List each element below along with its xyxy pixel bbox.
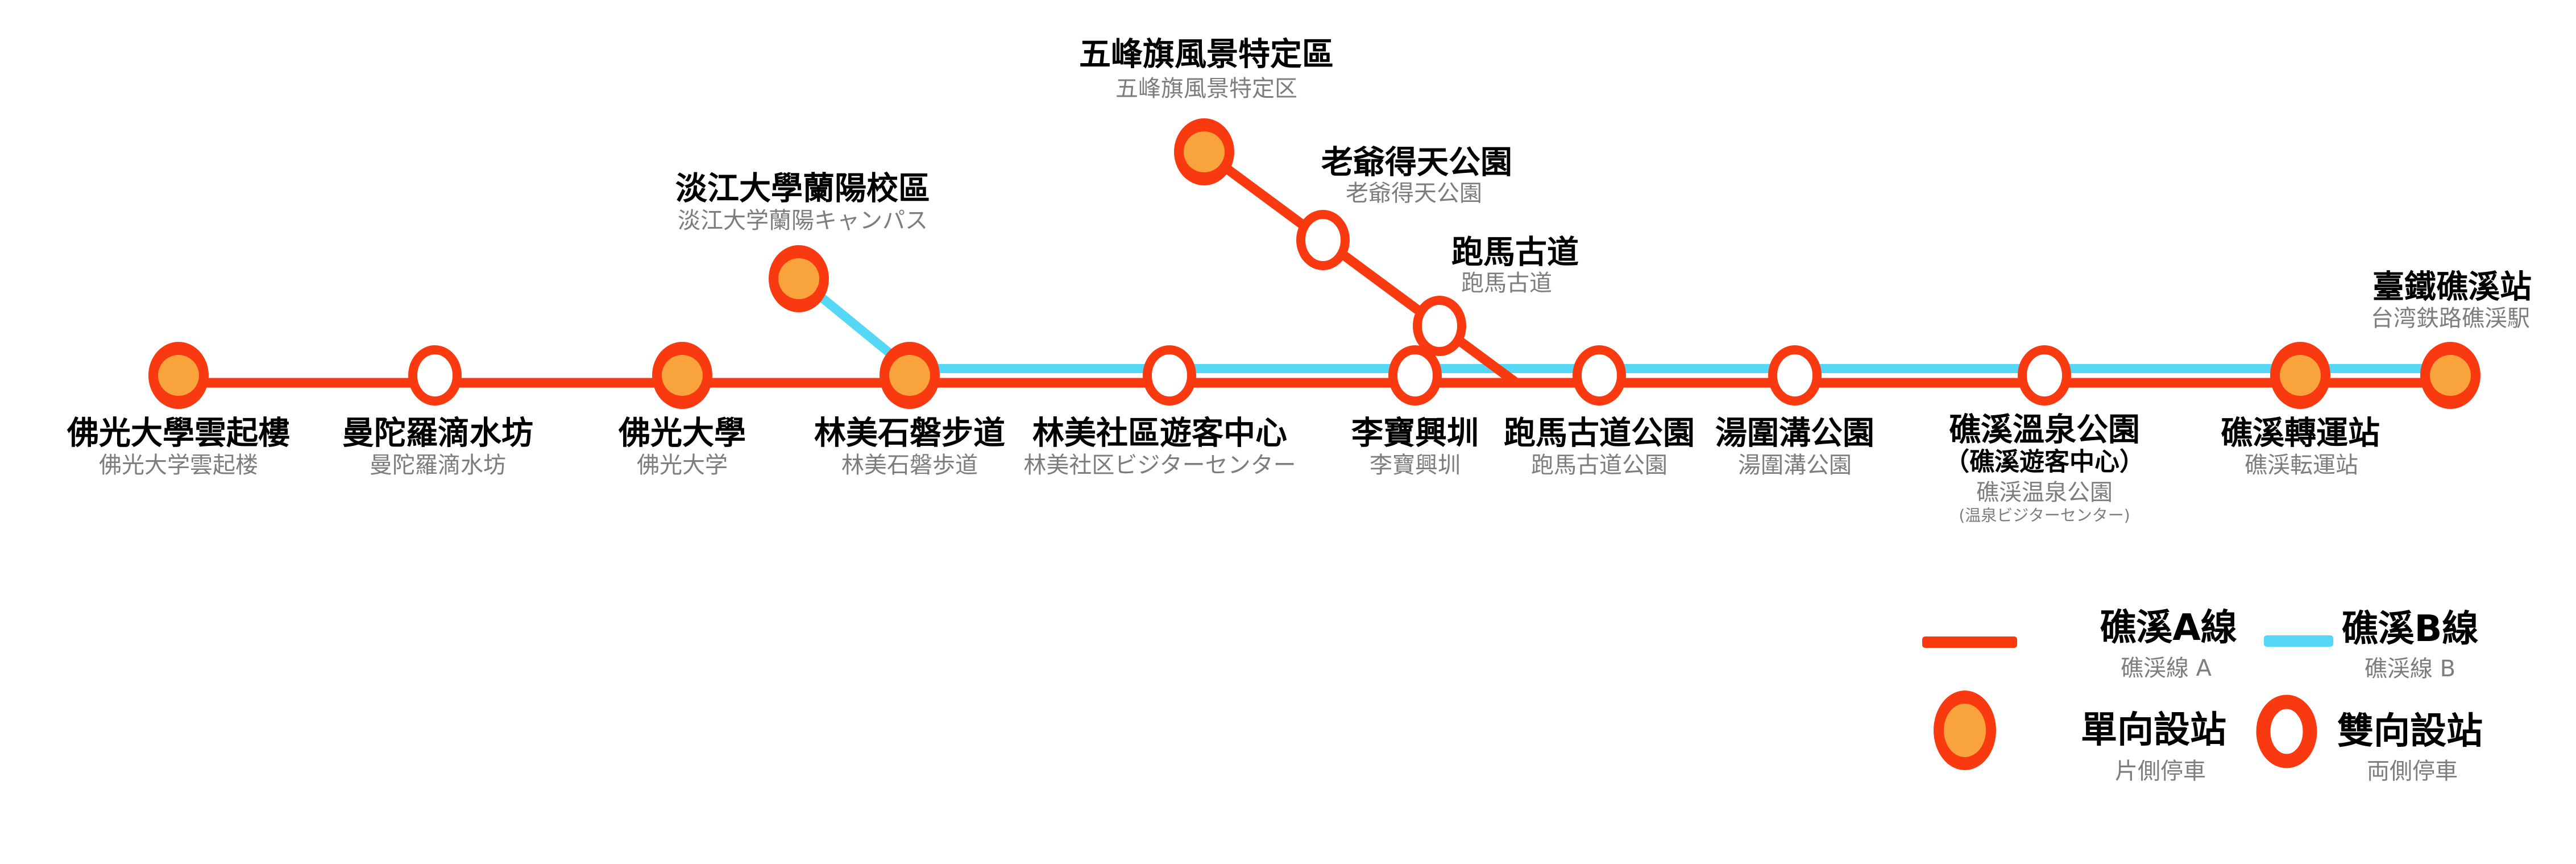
- name-zh: 跑馬古道: [1451, 234, 1579, 271]
- name-ja: 佛光大学: [637, 452, 728, 478]
- legend-title-zh: 單向設站: [2081, 709, 2226, 751]
- name-zh: 李寶興圳: [1351, 415, 1479, 452]
- name-zh-sub: （礁溪遊客中心）: [1944, 448, 2144, 477]
- station-marker-ring: [1573, 345, 1626, 406]
- name-zh: 林美石磐步道: [814, 415, 1005, 452]
- legend-twoway-marker-ring: [2256, 694, 2317, 768]
- station-paoma-trail-park: [1573, 345, 1626, 406]
- name-zh: 礁溪轉運站: [2221, 415, 2380, 452]
- name-zh: 五峰旗風景特定區: [1079, 36, 1334, 73]
- station-tra-jiaoxi-station: [2420, 342, 2480, 409]
- station-marker-inner: [889, 355, 930, 396]
- name-zh: 老爺得天公園: [1321, 144, 1512, 181]
- station-markers-layer: [148, 118, 2480, 409]
- station-foguang-university-yunqi-building: [148, 342, 209, 409]
- station-foguang-university: [652, 342, 712, 409]
- name-zh: 礁溪溫泉公園: [1949, 412, 2140, 449]
- station-tamkang-university-lanyang-campus: [769, 245, 829, 312]
- station-marker-ring: [408, 345, 462, 406]
- name-ja: 林美社区ビジターセンター: [1023, 452, 1296, 478]
- route-line-b: [795, 275, 2450, 373]
- legend-title-zh: 礁溪B線: [2342, 608, 2479, 650]
- station-wufengqi-scenic-area: [1174, 118, 1234, 185]
- station-marker-ring: [1143, 345, 1196, 406]
- legend-title-zh: 礁溪A線: [2100, 607, 2237, 649]
- station-marker-inner: [778, 258, 819, 299]
- name-ja: 礁渓転運站: [2245, 452, 2358, 478]
- station-tangweigou-park: [1768, 345, 1822, 406]
- name-zh: 佛光大學雲起樓: [67, 415, 290, 452]
- name-ja: 老爺得天公園: [1346, 180, 1482, 206]
- legend-line-a-swatch: [1922, 636, 2017, 648]
- station-marker-inner: [2430, 355, 2471, 396]
- name-ja: 礁渓温泉公園: [1976, 479, 2113, 506]
- station-mandala-dripping-water-teahouse: [408, 345, 462, 406]
- legend-title-zh: 雙向設站: [2337, 710, 2483, 753]
- legend-sub-ja: 両側停車: [2367, 758, 2458, 784]
- station-marker-inner: [2280, 355, 2321, 396]
- name-ja: 佛光大学雲起楼: [99, 452, 258, 478]
- route-line-a-branch: [1201, 148, 1520, 387]
- name-zh: 淡江大學蘭陽校區: [675, 171, 930, 208]
- station-marker-inner: [1184, 131, 1225, 172]
- name-ja: 台湾鉄路礁渓駅: [2371, 305, 2530, 332]
- name-ja: 跑馬古道: [1461, 270, 1552, 296]
- name-ja: 淡江大学蘭陽キャンパス: [678, 208, 928, 234]
- station-marker-inner: [158, 355, 199, 396]
- station-jiaoxi-hot-spring-park: [2018, 345, 2071, 406]
- name-ja: 湯圍溝公園: [1738, 452, 1852, 478]
- station-linmei-community-visitor-center: [1143, 345, 1196, 406]
- name-ja: 林美石磐歩道: [841, 452, 978, 478]
- station-li-baoxing-canal: [1388, 345, 1442, 406]
- name-ja: 五峰旗風景特定区: [1115, 76, 1297, 102]
- station-hotel-royal-deantien-park: [1296, 210, 1350, 270]
- name-zh: 佛光大學: [618, 415, 746, 452]
- name-ja-sub: (温泉ビジターセンター): [1959, 506, 2130, 525]
- legend-sub-ja: 片側停車: [2115, 758, 2206, 784]
- legend-sub-ja: 礁渓線 B: [2365, 656, 2455, 682]
- station-jiaoxi-transfer-station: [2270, 342, 2330, 409]
- name-zh: 跑馬古道公園: [1504, 415, 1695, 452]
- name-zh: 林美社區遊客中心: [1032, 415, 1287, 452]
- name-zh: 臺鐵礁溪站: [2372, 269, 2532, 306]
- legend-line-b-swatch: [2264, 635, 2333, 647]
- station-marker-ring: [1296, 210, 1350, 270]
- legend-sub-ja: 礁渓線 A: [2121, 655, 2212, 681]
- station-marker-ring: [1388, 345, 1442, 406]
- station-marker-inner: [662, 355, 703, 396]
- name-ja: 曼陀羅滴水坊: [370, 452, 506, 478]
- name-zh: 湯圍溝公園: [1715, 415, 1874, 452]
- station-paoma-historic-trail: [1413, 296, 1466, 356]
- station-marker-ring: [1413, 296, 1466, 356]
- legend-oneway-marker-inner: [1944, 704, 1986, 757]
- name-ja: 李寶興圳: [1370, 452, 1461, 478]
- station-marker-ring: [1768, 345, 1822, 406]
- station-linmei-shipan-trail: [880, 342, 940, 409]
- name-zh: 曼陀羅滴水坊: [342, 415, 533, 452]
- name-ja: 跑馬古道公園: [1531, 452, 1667, 478]
- station-marker-ring: [2018, 345, 2071, 406]
